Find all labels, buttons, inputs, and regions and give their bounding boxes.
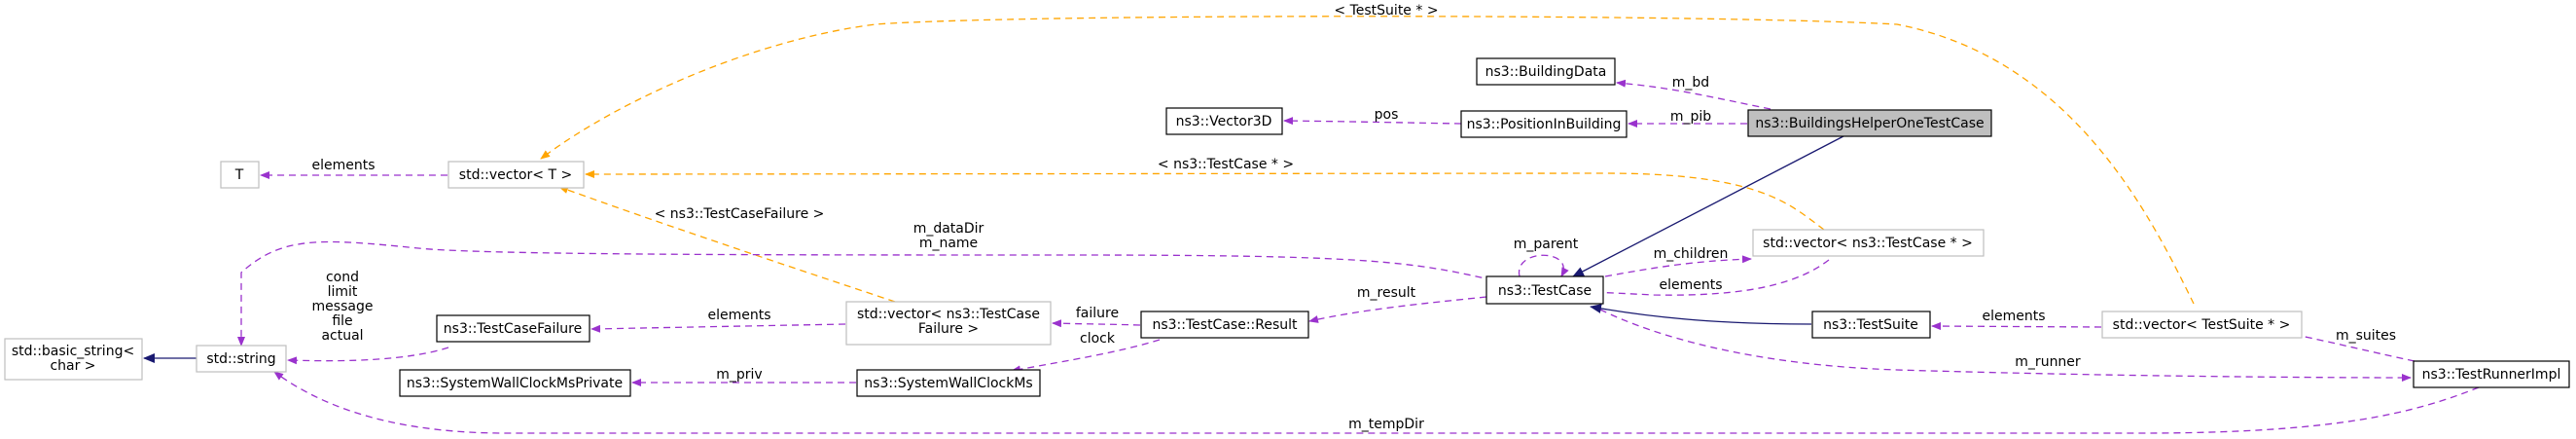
svg-text:std::basic_string<char >: std::basic_string<char > bbox=[12, 344, 134, 374]
label-m-pib: m_pib bbox=[1670, 109, 1711, 125]
label-testsuite-ptr: < TestSuite * > bbox=[1334, 3, 1438, 18]
label-elements-tc: elements bbox=[1659, 277, 1722, 293]
svg-text:ns3::PositionInBuilding: ns3::PositionInBuilding bbox=[1467, 117, 1622, 132]
label-testcase-ptr: < ns3::TestCase * > bbox=[1158, 157, 1294, 172]
node-std-vector-testcase[interactable]: std::vector< ns3::TestCase * > bbox=[1752, 229, 1985, 257]
node-test-case-failure[interactable]: ns3::TestCaseFailure bbox=[436, 314, 590, 343]
node-position-in-building[interactable]: ns3::PositionInBuilding bbox=[1460, 110, 1628, 138]
edge-m-result bbox=[1308, 296, 1487, 323]
edge-inherit-helper-testcase bbox=[1572, 135, 1844, 277]
label-m-result: m_result bbox=[1357, 285, 1416, 301]
edge-elements-failure bbox=[590, 323, 846, 333]
edge-elements-tc bbox=[1592, 259, 1830, 297]
node-vector3d[interactable]: ns3::Vector3D bbox=[1165, 107, 1283, 135]
edge-testcase-ptr bbox=[585, 169, 1825, 231]
node-wall-clock[interactable]: ns3::SystemWallClockMs bbox=[856, 369, 1041, 397]
edge-failure bbox=[1052, 319, 1141, 328]
edge-m-datadir-name bbox=[237, 240, 1494, 347]
edge-string-members bbox=[287, 347, 449, 365]
svg-text:ns3::TestCaseFailure: ns3::TestCaseFailure bbox=[444, 321, 582, 337]
label-clock: clock bbox=[1080, 331, 1116, 347]
edge-m-children bbox=[1604, 255, 1752, 277]
edge-testsuite-ptr bbox=[540, 16, 2195, 305]
svg-text:std::vector< ns3::TestCase * >: std::vector< ns3::TestCase * > bbox=[1763, 236, 1973, 251]
edge-inherit-suite-testcase bbox=[1590, 304, 1812, 325]
node-std-vector-t[interactable]: std::vector< T > bbox=[447, 161, 585, 189]
svg-text:std::string: std::string bbox=[206, 351, 275, 367]
node-std-vector-suite[interactable]: std::vector< TestSuite * > bbox=[2101, 311, 2303, 339]
edge-m-runner bbox=[1599, 309, 2412, 382]
label-m-parent: m_parent bbox=[1514, 237, 1579, 252]
node-test-suite[interactable]: ns3::TestSuite bbox=[1811, 311, 1931, 339]
svg-text:ns3::BuildingData: ns3::BuildingData bbox=[1485, 64, 1607, 80]
label-m-bd: m_bd bbox=[1672, 75, 1709, 91]
node-t[interactable]: T bbox=[220, 161, 260, 189]
label-elements-t: elements bbox=[311, 158, 375, 173]
svg-text:T: T bbox=[234, 167, 244, 183]
label-testcasefailure-tpl: < ns3::TestCaseFailure > bbox=[655, 206, 825, 222]
edge-m-tempdir bbox=[273, 371, 2480, 434]
svg-text:ns3::SystemWallClockMs: ns3::SystemWallClockMs bbox=[864, 376, 1032, 391]
svg-text:ns3::TestRunnerImpl: ns3::TestRunnerImpl bbox=[2422, 367, 2561, 383]
nodes: ns3::BuildingData ns3::Vector3D ns3::Pos… bbox=[4, 57, 2570, 397]
svg-text:std::vector< ns3::TestCaseFail: std::vector< ns3::TestCaseFailure > bbox=[857, 307, 1040, 337]
edge-elements-suite bbox=[1931, 322, 2102, 331]
node-std-string[interactable]: std::string bbox=[196, 345, 287, 373]
node-wall-clock-private[interactable]: ns3::SystemWallClockMsPrivate bbox=[399, 369, 631, 397]
label-m-suites: m_suites bbox=[2336, 328, 2396, 344]
edges bbox=[143, 16, 2480, 434]
node-test-case[interactable]: ns3::TestCase bbox=[1485, 275, 1604, 305]
svg-text:ns3::TestCase: ns3::TestCase bbox=[1498, 283, 1592, 299]
label-failure: failure bbox=[1076, 306, 1119, 321]
svg-text:ns3::BuildingsHelperOneTestCas: ns3::BuildingsHelperOneTestCase bbox=[1755, 116, 1984, 131]
node-basic-string[interactable]: std::basic_string<char > bbox=[4, 338, 143, 381]
node-test-case-result[interactable]: ns3::TestCase::Result bbox=[1140, 311, 1309, 339]
node-test-runner-impl[interactable]: ns3::TestRunnerImpl bbox=[2413, 360, 2570, 388]
edge-labels: < TestSuite * > m_bd pos m_pib elements … bbox=[311, 3, 2396, 432]
label-m-tempdir: m_tempDir bbox=[1348, 417, 1424, 432]
label-elements-failure: elements bbox=[707, 308, 770, 323]
svg-text:ns3::TestSuite: ns3::TestSuite bbox=[1823, 317, 1918, 333]
edge-m-suites bbox=[2285, 330, 2415, 362]
label-pos: pos bbox=[1375, 107, 1399, 123]
edge-m-parent bbox=[1519, 254, 1569, 277]
label-m-priv: m_priv bbox=[716, 367, 762, 383]
svg-text:ns3::TestCase::Result: ns3::TestCase::Result bbox=[1152, 317, 1298, 333]
label-m-runner: m_runner bbox=[2015, 354, 2081, 370]
svg-text:std::vector< TestSuite * >: std::vector< TestSuite * > bbox=[2113, 317, 2291, 333]
node-buildings-helper-one-test-case[interactable]: ns3::BuildingsHelperOneTestCase bbox=[1747, 109, 1992, 137]
svg-text:ns3::SystemWallClockMsPrivate: ns3::SystemWallClockMsPrivate bbox=[407, 376, 623, 391]
node-building-data[interactable]: ns3::BuildingData bbox=[1476, 57, 1616, 86]
svg-text:ns3::Vector3D: ns3::Vector3D bbox=[1176, 114, 1272, 129]
edge-pos bbox=[1283, 117, 1462, 126]
label-m-children: m_children bbox=[1654, 246, 1729, 262]
svg-text:std::vector< T >: std::vector< T > bbox=[459, 167, 572, 183]
edge-testcasefailure-tpl bbox=[558, 186, 896, 303]
edge-clock bbox=[1011, 339, 1161, 374]
label-elements-suite: elements bbox=[1982, 309, 2045, 324]
